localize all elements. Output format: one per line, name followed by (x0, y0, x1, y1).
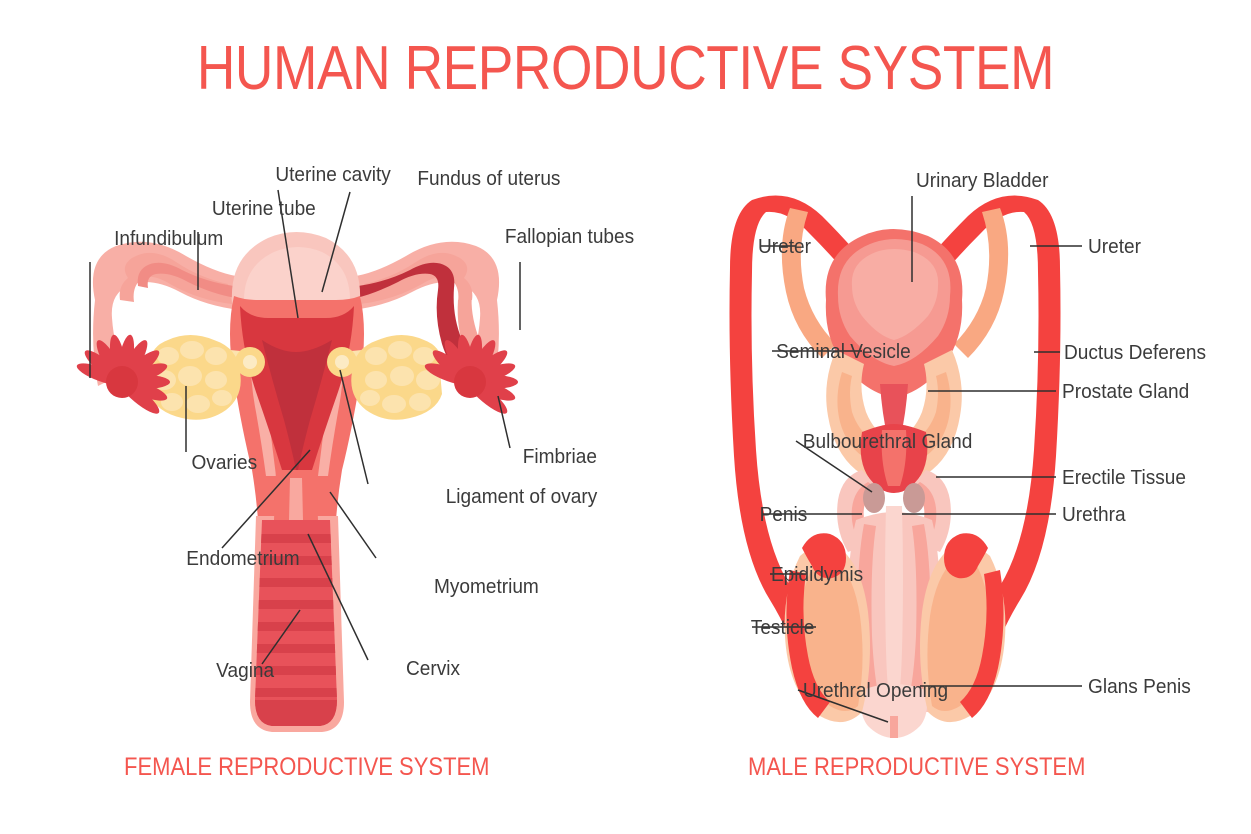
crus-left-inner (851, 482, 876, 544)
fallopian-tube-right (360, 252, 473, 304)
label-uterine-tube: Uterine tube (211, 197, 316, 220)
fundus-of-uterus (231, 232, 361, 318)
ovary-attachment-left-core (243, 355, 257, 369)
bulbourethral-gland-right (903, 483, 925, 513)
label-vagina: Vagina (216, 659, 275, 682)
label-fundus-of-uterus: Fundus of uterus (417, 167, 561, 190)
male-anatomy (729, 195, 1061, 738)
ductus-deferens-right (936, 195, 1061, 658)
epididymis-right-tail (960, 570, 1004, 718)
tube-outer-right-cap (457, 294, 496, 378)
label-ureter-right: Ureter (1088, 235, 1141, 258)
leader-fimbriae (497, 395, 511, 449)
ovary-right (351, 335, 442, 420)
bulbourethral-gland-left (863, 483, 885, 513)
ureter-left (781, 208, 836, 358)
page-title: HUMAN REPRODUCTIVE SYSTEM (196, 34, 1055, 103)
erectile-tissue-left (857, 524, 880, 702)
erectile-tissue-right (908, 524, 931, 702)
crus-right (912, 470, 951, 552)
seminal-vesicle-left (826, 350, 890, 479)
ductus-deferens-left (729, 195, 854, 658)
ovary-attachment-right (327, 347, 357, 377)
urethra (885, 506, 903, 706)
cervix (274, 470, 318, 520)
cervical-canal (286, 470, 308, 520)
label-urethra: Urethra (1062, 503, 1126, 526)
label-fallopian-tubes: Fallopian tubes (504, 225, 635, 248)
label-bulbourethral-gland: Bulbourethral Gland (802, 430, 973, 453)
fundus-highlight (244, 247, 350, 312)
urinary-bladder (825, 229, 963, 398)
ovary-attachment-right-core (335, 355, 349, 369)
label-cervix: Cervix (406, 657, 461, 680)
crus-right-inner (912, 482, 937, 544)
ovary-left (150, 335, 241, 420)
fimbriae-left (76, 334, 170, 414)
label-erectile-tissue: Erectile Tissue (1062, 466, 1186, 489)
label-testicle: Testicle (750, 616, 815, 639)
endometrium-lining (262, 340, 332, 470)
label-fimbriae: Fimbriae (522, 445, 597, 468)
label-ligament-of-ovary: Ligament of ovary (445, 485, 598, 508)
bladder-inner-shade (851, 249, 939, 340)
ureter-right (954, 208, 1009, 358)
label-uterine-cavity: Uterine cavity (275, 163, 391, 186)
cervix-os (289, 478, 303, 520)
label-epididymis: Epididymis (770, 563, 864, 586)
tube-lumen-left (137, 262, 236, 298)
label-infundibulum: Infundibulum (114, 227, 224, 250)
label-penis: Penis (759, 503, 808, 526)
ligament-of-ovary-right (344, 349, 404, 374)
ovary-attachment-left (235, 347, 265, 377)
fimbriae-right (424, 334, 518, 414)
leader-lines-male (752, 196, 1082, 723)
label-ovaries: Ovaries (191, 451, 258, 474)
leader-myometrium (329, 491, 377, 559)
male-caption: MALE REPRODUCTIVE SYSTEM (748, 753, 1086, 781)
ligament-of-ovary-left (188, 349, 248, 374)
label-urethral-opening: Urethral Opening (802, 679, 949, 702)
leader-ligament-ovary (339, 369, 369, 485)
epididymis-right (944, 533, 988, 579)
uterus-body (230, 296, 364, 520)
label-seminal-vesicle: Seminal Vesicle (776, 340, 911, 363)
label-urinary-bladder: Urinary Bladder (915, 169, 1049, 192)
leader-vagina (261, 609, 301, 665)
uterine-cavity (240, 306, 354, 470)
tube-lumen-right (356, 262, 478, 378)
crus-left (837, 470, 876, 552)
label-myometrium: Myometrium (433, 575, 539, 598)
seminal-vesicle-right (898, 350, 962, 479)
leader-fundus (321, 191, 351, 293)
label-ductus-deferens: Ductus Deferens (1064, 341, 1206, 364)
leader-cervix (307, 533, 369, 661)
female-caption: FEMALE REPRODUCTIVE SYSTEM (124, 753, 490, 781)
label-prostate-gland: Prostate Gland (1062, 380, 1190, 403)
label-glans-penis: Glans Penis (1088, 675, 1191, 698)
label-endometrium: Endometrium (186, 547, 300, 570)
fallopian-tube-left (119, 252, 232, 304)
broad-ligament-left (92, 241, 240, 386)
label-ureter-left: Ureter (757, 235, 811, 258)
urethral-opening (890, 716, 898, 738)
myometrium-right (318, 330, 344, 476)
broad-ligament-right (352, 241, 500, 386)
